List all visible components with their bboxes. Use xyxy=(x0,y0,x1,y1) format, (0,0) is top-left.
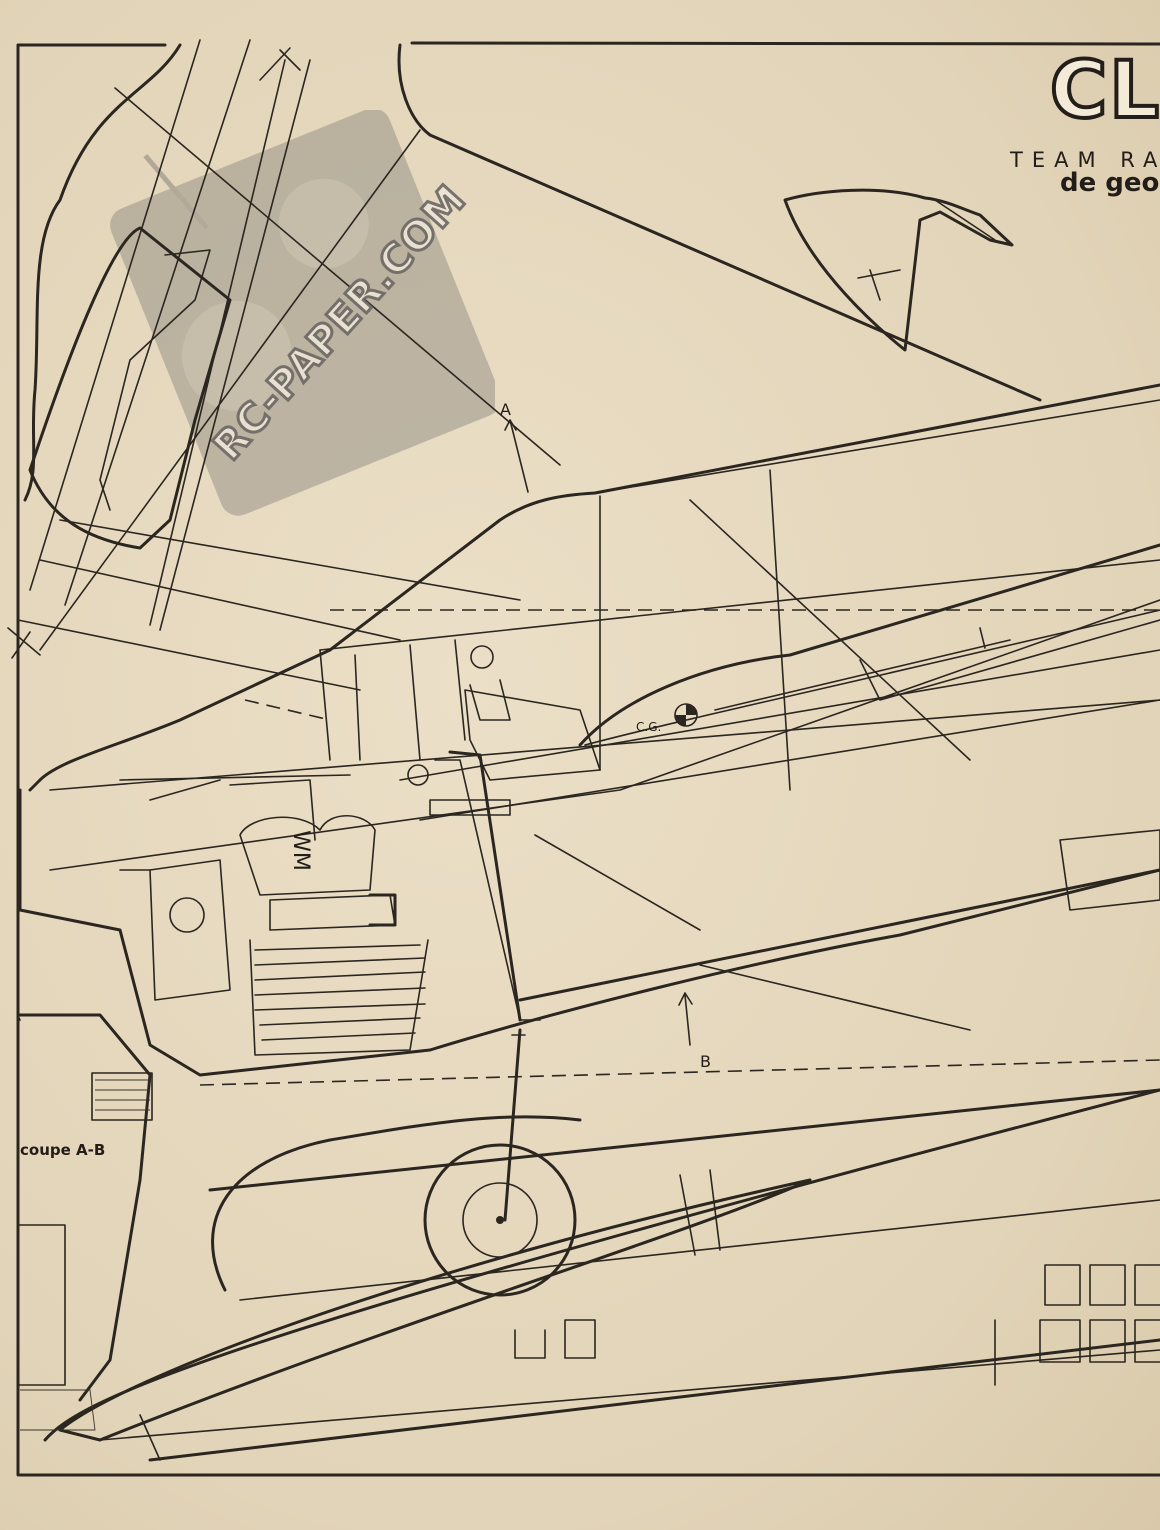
engine-brand-label: WM xyxy=(287,830,313,871)
arrow-b xyxy=(678,992,693,1046)
arrow-a xyxy=(504,419,529,493)
arrow-a-label: A xyxy=(500,400,511,419)
cg-marker xyxy=(674,619,1160,727)
arrow-b-label: B xyxy=(700,1052,711,1071)
plan-title: CL xyxy=(1048,46,1160,136)
plan-subtitle: TEAM RA xyxy=(1010,148,1160,172)
engine-drawing xyxy=(119,774,429,1056)
fuselage-outline xyxy=(18,383,1160,1077)
frame-border xyxy=(7,41,1160,1477)
cg-label: C.G. xyxy=(636,720,662,734)
plan-author: de geor xyxy=(1060,168,1160,198)
datum-lines xyxy=(199,609,1160,1086)
lower-structure xyxy=(43,1088,1160,1462)
section-ab xyxy=(16,1013,153,1431)
wing-panel-lines xyxy=(17,39,1042,691)
hinge-parts xyxy=(514,1264,1160,1386)
canopy-detail xyxy=(783,188,1014,352)
section-ab-label: coupe A-B xyxy=(20,1141,106,1159)
formers xyxy=(319,639,601,1022)
